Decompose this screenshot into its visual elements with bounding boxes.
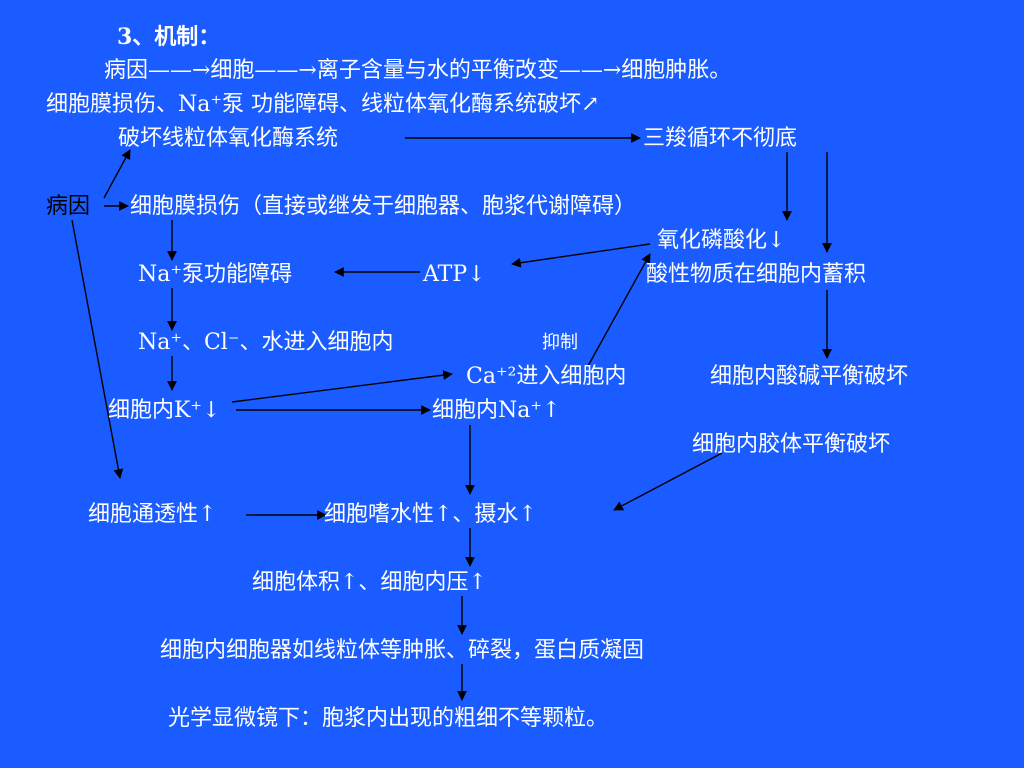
oxphos-down-node: 氧化磷酸化↓: [657, 228, 786, 253]
arrow-cause-to-mito: [103, 149, 131, 199]
k-down-node: 细胞内K⁺↓: [108, 398, 221, 423]
mito-damage-node: 破坏线粒体氧化酶系统: [118, 126, 339, 151]
membrane-injury-node: 细胞膜损伤（直接或继发于细胞器、胞浆代谢障碍）: [130, 194, 637, 219]
ion-influx-node: Na⁺、Cl⁻、水进入细胞内: [138, 330, 394, 355]
acid-base-broken-node: 细胞内酸碱平衡破坏: [710, 364, 909, 389]
organelle-swell-node: 细胞内细胞器如线粒体等肿胀、碎裂，蛋白质凝固: [160, 638, 645, 663]
na-pump-failure-node: Na⁺泵功能障碍: [138, 262, 292, 287]
arrow-oxphos-to-atp: [511, 243, 651, 268]
arrow-ca-to-oxphos: [587, 253, 651, 367]
colloid-broken-node: 细胞内胶体平衡破坏: [692, 432, 891, 457]
micro-view-node: 光学显微镜下：胞浆内出现的粗细不等颗粒。: [168, 706, 609, 731]
volume-up-node: 细胞体积↑、细胞内压↑: [252, 570, 487, 595]
slide-title: 3、机制：: [117, 24, 221, 50]
inhibit-label: 抑制: [542, 332, 578, 353]
arrow-colloid-to-hydrophilic: [613, 452, 723, 511]
permeability-up-node: 细胞通透性↑: [88, 502, 217, 527]
damage-line: 细胞膜损伤、Na⁺泵 功能障碍、线粒体氧化酶系统破坏↗: [46, 92, 600, 117]
na-up-node: 细胞内Na⁺↑: [432, 398, 561, 423]
cause-node: 病因: [46, 194, 91, 219]
hydrophilic-up-node: 细胞嗜水性↑、摄水↑: [324, 502, 537, 527]
summary-line: 病因——→细胞——→离子含量与水的平衡改变——→细胞肿胀。: [104, 58, 732, 83]
tca-incomplete-node: 三羧循环不彻底: [643, 126, 798, 151]
arrow-cause-to-permeability: [71, 219, 124, 479]
arrow-k-to-ca: [231, 370, 453, 403]
atp-down-node: ATP↓: [423, 262, 486, 287]
ca-influx-node: Ca⁺²进入细胞内: [466, 364, 627, 389]
acid-accumulate-node: 酸性物质在细胞内蓄积: [646, 262, 867, 287]
